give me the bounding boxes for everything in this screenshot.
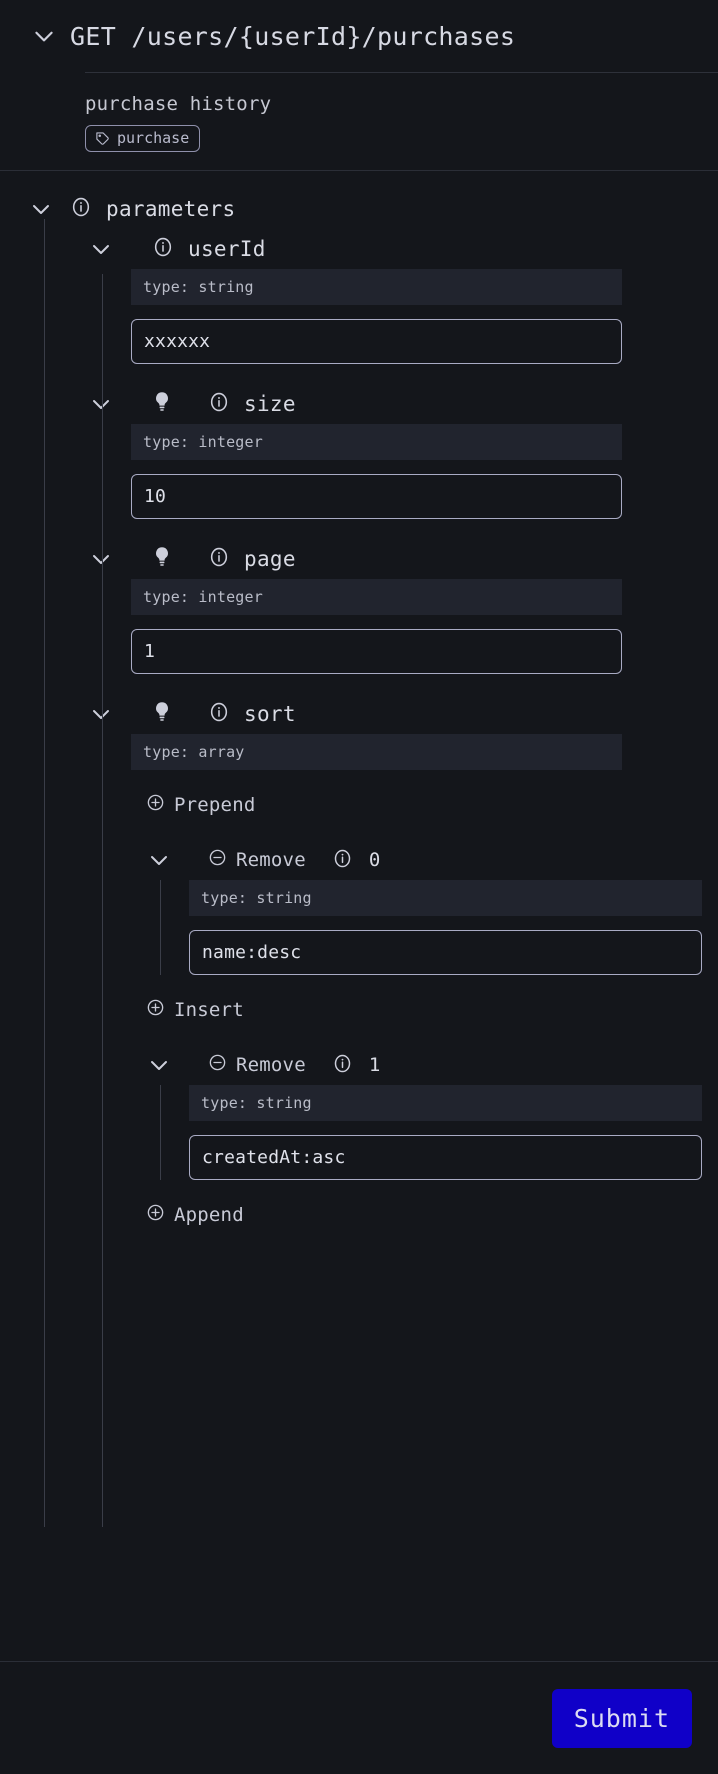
- lightbulb-icon[interactable]: [152, 700, 172, 728]
- input-size[interactable]: [131, 474, 622, 519]
- header-divider: [85, 72, 718, 73]
- field-page: type: integer: [0, 579, 718, 674]
- insert-label: Insert: [174, 999, 244, 1021]
- array-entry-body-1: type: string: [0, 1085, 718, 1180]
- array-entry-header-1[interactable]: Remove 1: [0, 1045, 718, 1085]
- remove-label-0: Remove: [236, 849, 306, 871]
- chevron-down-icon[interactable]: [30, 22, 58, 50]
- operation-description: purchase history: [85, 93, 272, 115]
- input-page[interactable]: [131, 629, 622, 674]
- node-label-userid: userId: [188, 237, 266, 261]
- node-label-size: size: [244, 392, 296, 416]
- chevron-down-icon[interactable]: [88, 546, 114, 572]
- insert-button[interactable]: Insert: [146, 991, 244, 1029]
- append-button[interactable]: Append: [146, 1196, 244, 1234]
- field-userid: type: string: [0, 269, 718, 364]
- info-circle-icon[interactable]: [70, 196, 92, 222]
- tree-guide-entry-0: [160, 880, 161, 975]
- input-entry-0[interactable]: [189, 930, 702, 975]
- info-circle-icon[interactable]: [152, 236, 174, 262]
- section-divider: [0, 170, 718, 171]
- tag-badge-purchase[interactable]: purchase: [85, 125, 201, 152]
- chevron-down-icon[interactable]: [146, 1052, 172, 1078]
- footer-bar: Submit: [0, 1662, 718, 1774]
- submit-button[interactable]: Submit: [551, 1688, 692, 1748]
- info-circle-icon[interactable]: [208, 391, 230, 417]
- tree-guide-level2: [102, 274, 103, 1527]
- prepend-button[interactable]: Prepend: [146, 786, 255, 824]
- input-entry-1[interactable]: [189, 1135, 702, 1180]
- node-page[interactable]: page: [0, 539, 718, 579]
- remove-button-0[interactable]: Remove: [208, 841, 306, 879]
- chevron-down-icon[interactable]: [88, 236, 114, 262]
- field-sort: type: array: [0, 734, 718, 770]
- chevron-down-icon[interactable]: [146, 847, 172, 873]
- plus-circle-icon: [146, 793, 165, 817]
- type-chip-userid: type: string: [131, 269, 622, 305]
- type-chip-entry-0: type: string: [189, 880, 702, 916]
- type-chip-sort: type: array: [131, 734, 622, 770]
- node-parameters[interactable]: parameters: [0, 189, 718, 229]
- type-chip-size: type: integer: [131, 424, 622, 460]
- info-circle-icon[interactable]: [332, 848, 353, 873]
- remove-label-1: Remove: [236, 1054, 306, 1076]
- chevron-down-icon[interactable]: [88, 391, 114, 417]
- info-circle-icon[interactable]: [208, 546, 230, 572]
- parameters-tree: parameters userId type: string: [0, 171, 718, 1661]
- array-entry-body-0: type: string: [0, 880, 718, 975]
- type-chip-page: type: integer: [131, 579, 622, 615]
- operation-header: GET /users/{userId}/purchases purchase h…: [0, 0, 718, 170]
- array-entry-header-0[interactable]: Remove 0: [0, 840, 718, 880]
- operation-method-path: GET /users/{userId}/purchases: [70, 21, 516, 51]
- input-userid[interactable]: [131, 319, 622, 364]
- node-label-page: page: [244, 547, 296, 571]
- footer-divider: [0, 1661, 718, 1662]
- minus-circle-icon: [208, 848, 227, 872]
- type-chip-entry-1: type: string: [189, 1085, 702, 1121]
- plus-circle-icon: [146, 1203, 165, 1227]
- operation-tag-list: purchase: [0, 115, 718, 170]
- tree-guide-entry-1: [160, 1085, 161, 1180]
- array-index-1: 1: [368, 1054, 381, 1076]
- lightbulb-icon[interactable]: [152, 390, 172, 418]
- chevron-down-icon[interactable]: [88, 701, 114, 727]
- field-size: type: integer: [0, 424, 718, 519]
- node-size[interactable]: size: [0, 384, 718, 424]
- lightbulb-icon[interactable]: [152, 545, 172, 573]
- prepend-label: Prepend: [174, 794, 256, 816]
- minus-circle-icon: [208, 1053, 227, 1077]
- tag-icon: [95, 131, 110, 146]
- array-index-0: 0: [368, 849, 381, 871]
- tree-guide-level1: [44, 219, 45, 1527]
- append-label: Append: [174, 1204, 244, 1226]
- tag-label: purchase: [117, 129, 190, 147]
- node-label-parameters: parameters: [106, 197, 236, 221]
- info-circle-icon[interactable]: [332, 1053, 353, 1078]
- node-userid[interactable]: userId: [0, 229, 718, 269]
- operation-title-row[interactable]: GET /users/{userId}/purchases: [0, 14, 718, 58]
- node-sort[interactable]: sort: [0, 694, 718, 734]
- node-label-sort: sort: [244, 702, 296, 726]
- remove-button-1[interactable]: Remove: [208, 1046, 306, 1084]
- plus-circle-icon: [146, 998, 165, 1022]
- info-circle-icon[interactable]: [208, 701, 230, 727]
- chevron-down-icon[interactable]: [28, 196, 54, 222]
